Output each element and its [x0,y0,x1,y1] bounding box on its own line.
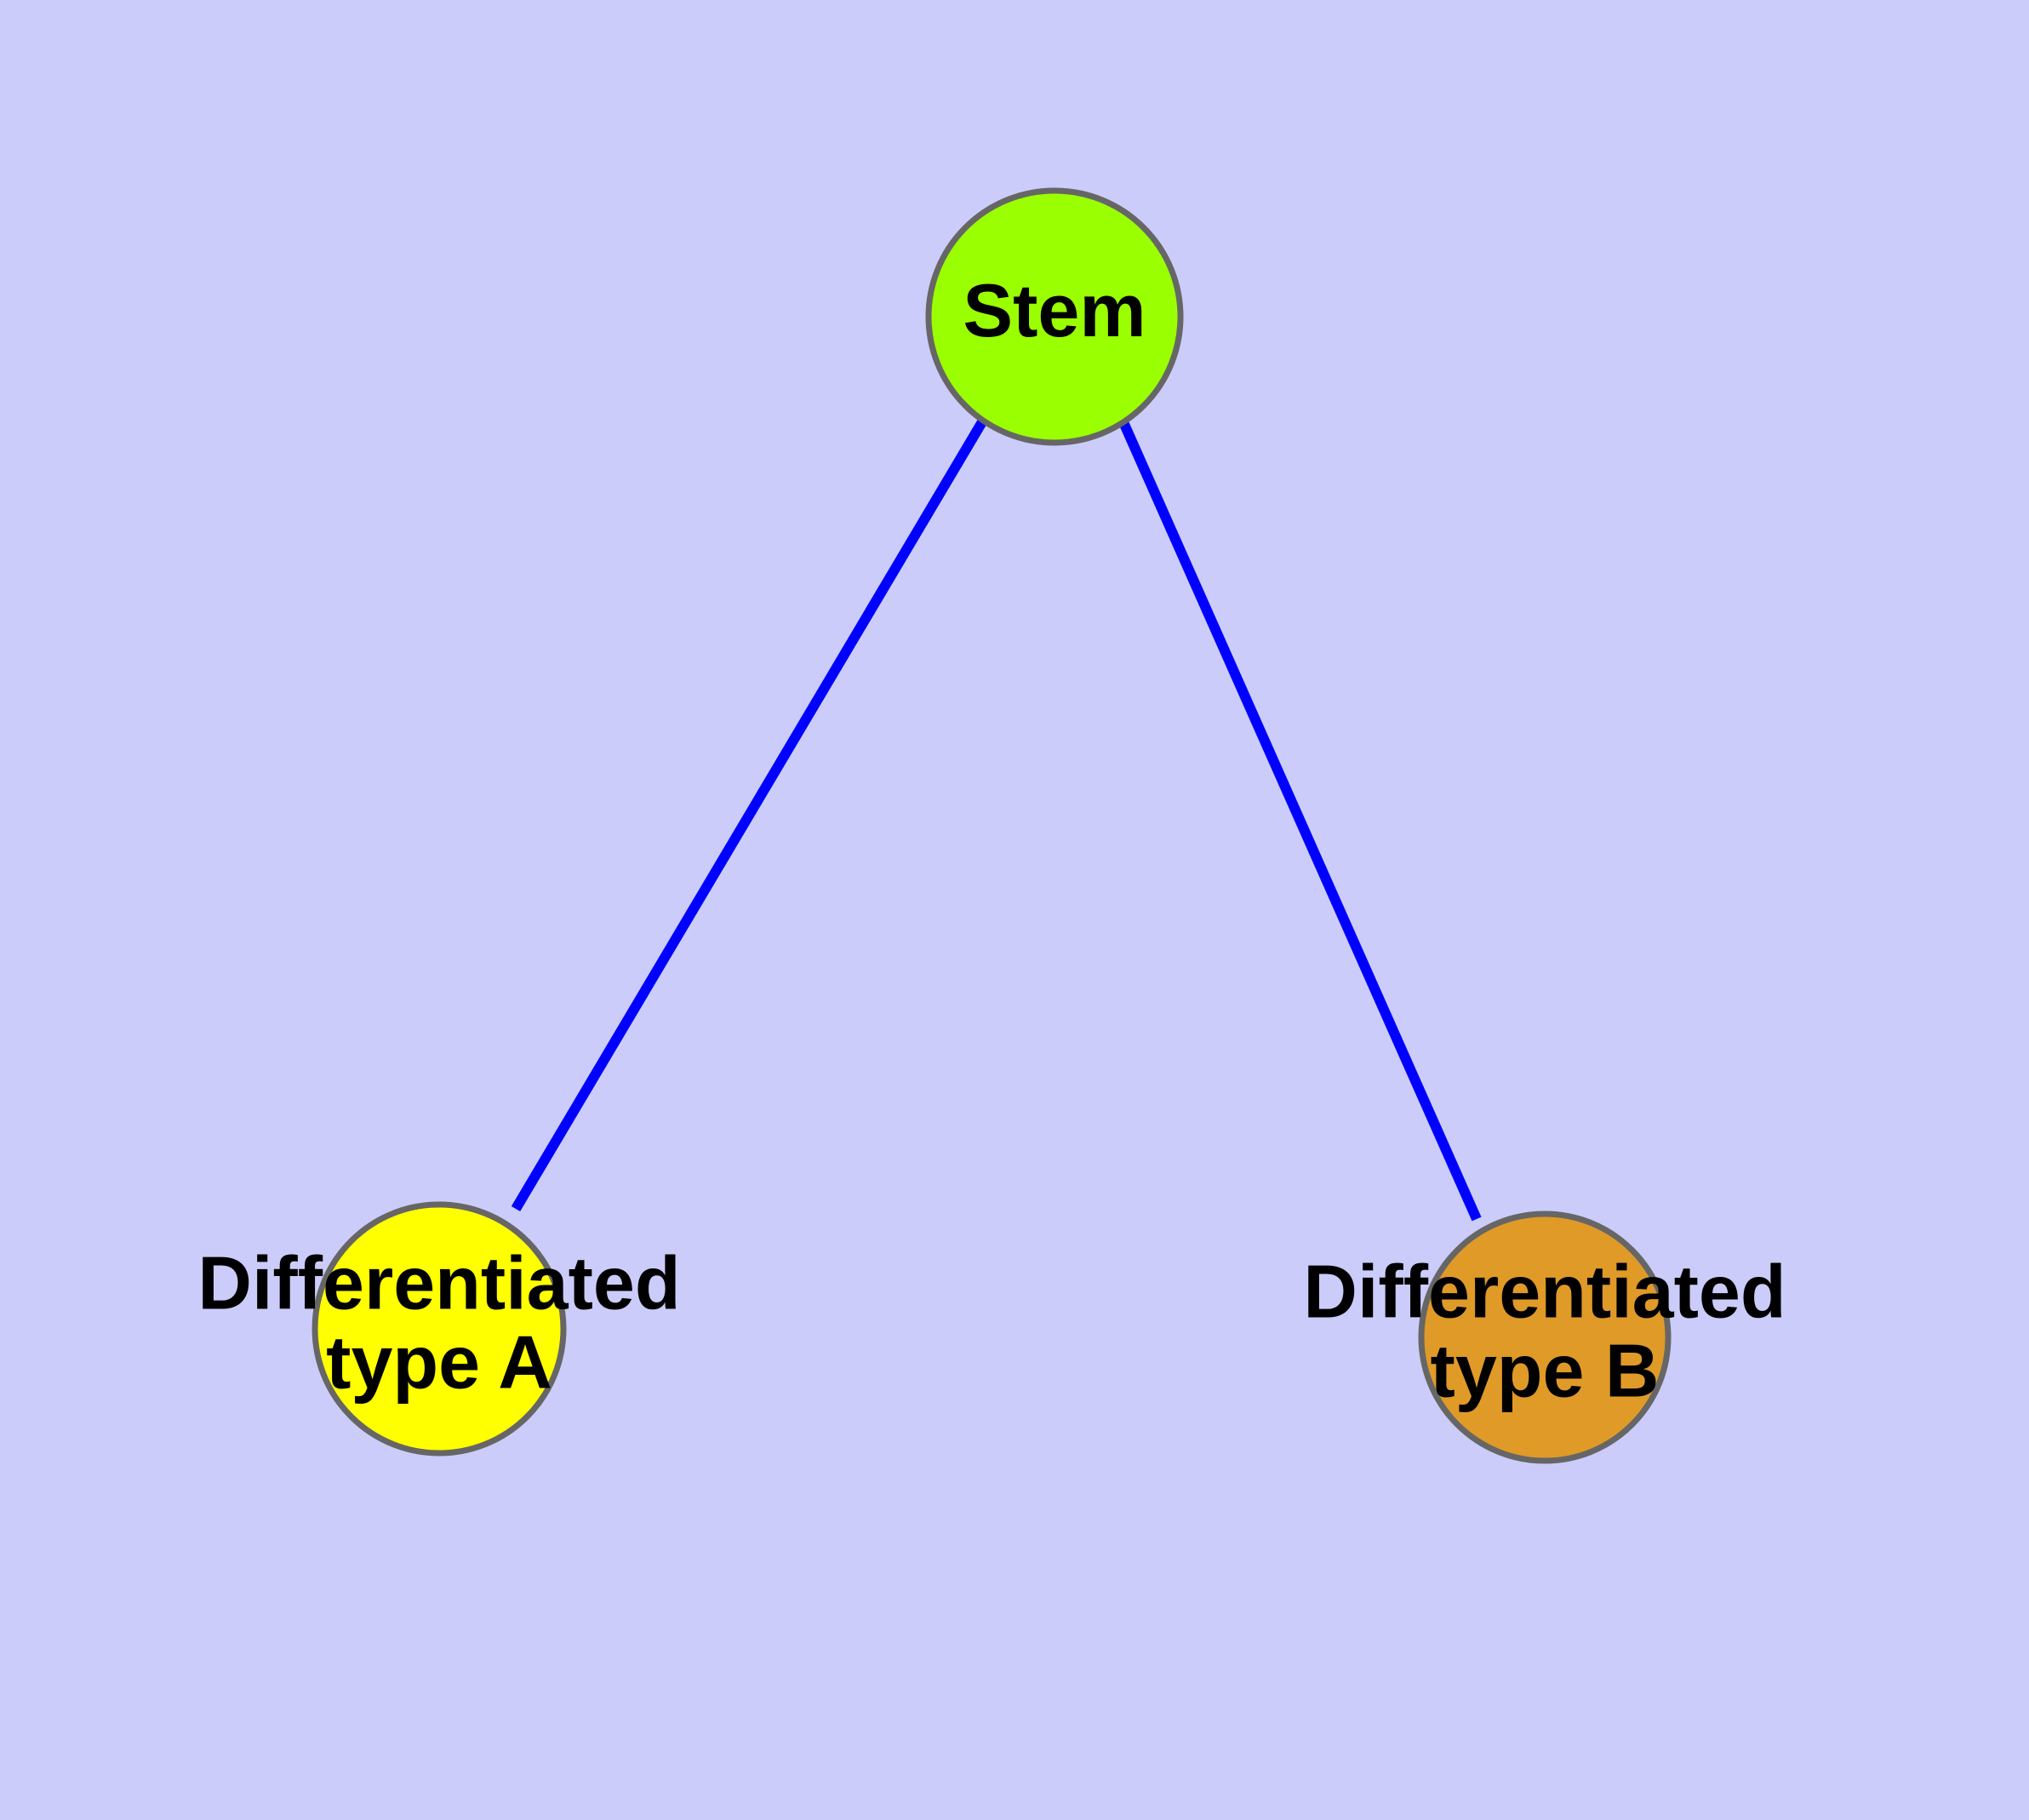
edges-layer [511,417,1482,1222]
edge-stem-to-diff-b[interactable] [1118,420,1482,1222]
node-label-line: Stem [963,268,1146,352]
nodes-layer [311,187,1672,1464]
node-label-stem: Stem [963,268,1146,352]
node-diff_a[interactable] [311,1201,567,1457]
node-label-line: type A [326,1320,552,1405]
node-label-line: Differentiated [1303,1250,1786,1334]
node-stem[interactable] [925,187,1184,446]
node-label-line: type B [1431,1329,1660,1413]
node-label-line: Differentiated [197,1241,680,1325]
edge-stem-to-diff-a[interactable] [511,417,988,1212]
node-diff_b[interactable] [1418,1210,1672,1464]
